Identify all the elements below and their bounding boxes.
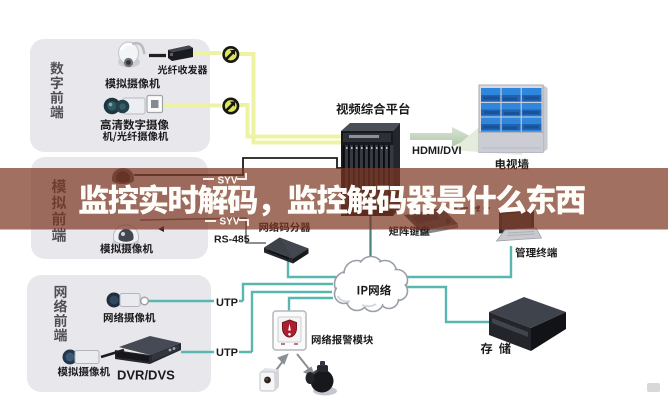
svg-text:SYV: SYV	[218, 176, 238, 187]
svg-text:UTP: UTP	[216, 347, 238, 359]
svg-text:SYV: SYV	[220, 217, 240, 228]
svg-text:RS-485: RS-485	[214, 234, 250, 246]
svg-text:UTP: UTP	[216, 297, 238, 309]
svg-text:HDMI/DVI: HDMI/DVI	[412, 145, 462, 157]
svg-text:DVR/DVS: DVR/DVS	[117, 368, 175, 383]
